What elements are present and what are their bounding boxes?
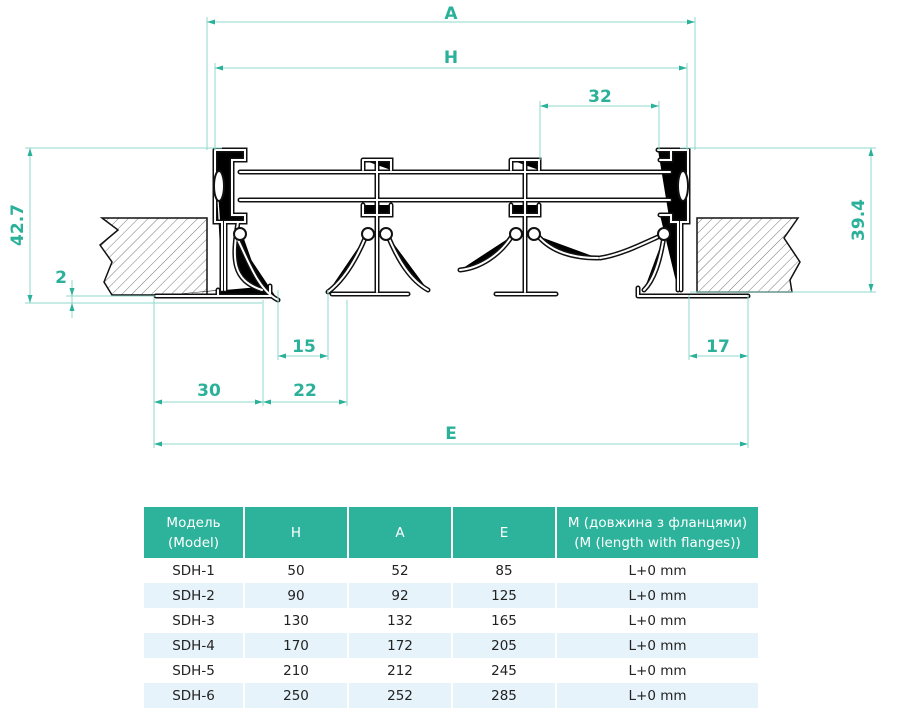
- grille-section-drawing: A H 32 42.7 39.4 2 15 17 30 22 E: [8, 4, 876, 448]
- table-cell: L+0 mm: [555, 658, 758, 683]
- left-wall: [98, 217, 208, 296]
- table-cell: SDH-6: [144, 683, 244, 708]
- table-cell: SDH-2: [144, 583, 244, 608]
- dim-label-flange-thickness: 2: [55, 268, 67, 288]
- header-model-line1: Модель: [166, 514, 221, 531]
- dim-label-15: 15: [292, 337, 316, 357]
- table-cell: 250: [243, 683, 348, 708]
- table-cell: L+0 mm: [555, 558, 758, 583]
- table-cell: SDH-1: [172, 562, 215, 579]
- dim-label-22: 22: [293, 381, 317, 401]
- table-cell: L+0 mm: [555, 683, 758, 708]
- right-wall: [696, 217, 801, 293]
- header-m: M (довжина з фланцями) (M (length with fl…: [555, 507, 758, 558]
- header-a: A: [347, 507, 452, 558]
- table-cell: 245: [451, 658, 556, 683]
- table-cell: 52: [347, 558, 452, 583]
- dim-label-17: 17: [706, 337, 730, 357]
- table-cell: 125: [451, 583, 556, 608]
- table-cell: 85: [451, 558, 556, 583]
- table-cell: L+0 mm: [555, 608, 758, 633]
- table-cell: SDH-4: [144, 633, 244, 658]
- hinge-pins: [213, 170, 689, 241]
- table-cell: 90: [243, 583, 348, 608]
- model-dimensions-table: Модель (Model) H A E M (довжина з фланцям…: [144, 507, 758, 708]
- table-cell: 50: [243, 558, 348, 583]
- header-h: H: [243, 507, 348, 558]
- table-cell: 92: [347, 583, 452, 608]
- header-m-line1: M (довжина з фланцями): [567, 514, 748, 531]
- table-cell: 132: [347, 608, 452, 633]
- table-cell: L+0 mm: [555, 633, 758, 658]
- table-cell: 130: [243, 608, 348, 633]
- dim-label-30: 30: [197, 381, 221, 401]
- table-header-row: Модель (Model) H A E M (довжина з фланцям…: [144, 507, 758, 558]
- table-cell: 210: [243, 658, 348, 683]
- extension-lines: [25, 17, 876, 448]
- table-cell: 285: [451, 683, 556, 708]
- table-cell: 212: [347, 658, 452, 683]
- header-model-line2: (Model): [167, 534, 220, 551]
- dimension-lines: [29, 21, 872, 445]
- table-cell: 170: [243, 633, 348, 658]
- table-cell: L+0 mm: [555, 583, 758, 608]
- table-cell: SDH-5: [172, 662, 215, 679]
- table-cell: 172: [347, 633, 452, 658]
- dim-label-height-left: 42.7: [8, 204, 28, 246]
- table-cell: SDH-3: [172, 612, 215, 629]
- dim-label-height-right: 39.4: [849, 199, 869, 241]
- dim-label-e: E: [445, 424, 457, 444]
- table-cell: 165: [451, 608, 556, 633]
- dim-label-a: A: [444, 4, 458, 24]
- dim-label-pitch: 32: [588, 87, 612, 107]
- header-model: Модель (Model): [144, 507, 244, 558]
- dim-label-h: H: [444, 48, 458, 68]
- header-e: E: [451, 507, 556, 558]
- table-cell: 252: [347, 683, 452, 708]
- header-m-line2: (M (length with flanges)): [574, 534, 741, 551]
- table-cell: 205: [451, 633, 556, 658]
